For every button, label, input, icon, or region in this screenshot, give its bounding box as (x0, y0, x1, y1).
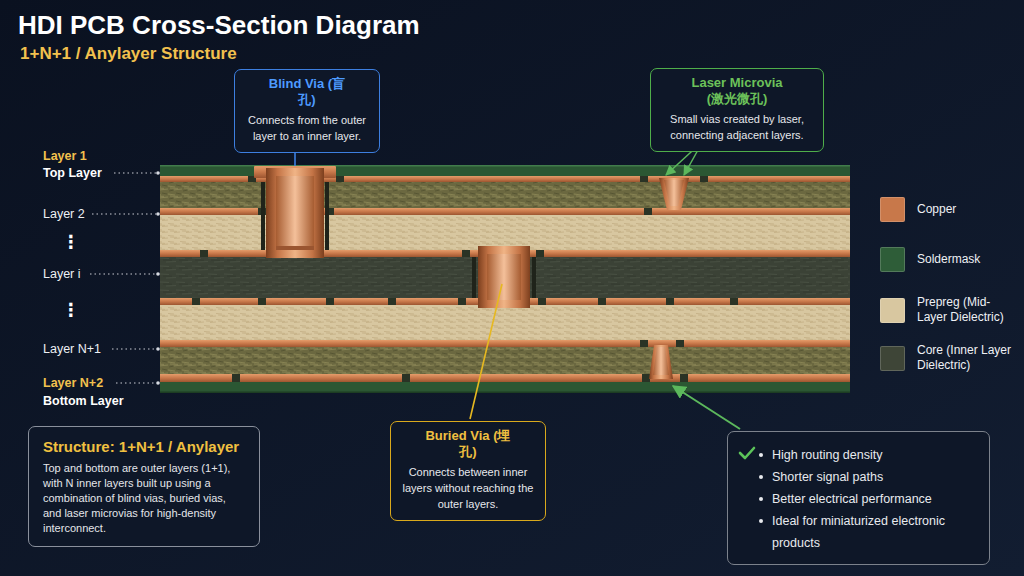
check-mark (740, 448, 754, 458)
text-row: Laser Microvia (激光微孔) (658, 75, 816, 107)
legend-label: Prepreg (Mid-Layer Dielectric) (917, 295, 1017, 325)
bullet-item: High routing density (772, 444, 977, 466)
layer-label: Layer i (43, 267, 81, 282)
text-row: Structure: 1+N+1 / Anylayer (43, 437, 245, 457)
legend-item: Prepreg (Mid-Layer Dielectric) (880, 295, 1017, 325)
ellipsis-mark: ⋮ (62, 232, 80, 252)
laser-microvia (649, 345, 673, 379)
box-heading: Buried Via (埋孔) (423, 428, 513, 460)
blind-via (254, 166, 336, 258)
callout-box: Laser Microvia (激光微孔) Small vias created … (650, 68, 824, 152)
benefit-text: Better electrical performance (772, 488, 977, 510)
subtitle: 1+N+1 / Anylayer Structure (20, 44, 237, 64)
copper-gap-rows (160, 176, 850, 382)
layer-name: Bottom Layer (43, 394, 124, 409)
callout-box: Blind Via (盲孔) Connects from the outer la… (234, 69, 380, 153)
layer-label: Layer 1 (43, 149, 87, 164)
legend-swatch (880, 346, 905, 371)
box-body: Connects from the outer layer to an inne… (242, 112, 372, 144)
bullet-item: Better electrical performance (772, 488, 977, 510)
benefit-text: High routing density (772, 444, 977, 466)
layer-name: Top Layer (43, 166, 102, 181)
info-panel: Structure: 1+N+1 / AnylayerTop and botto… (28, 426, 260, 547)
text-row: Small vias created by laser, connecting … (658, 111, 816, 143)
dielectric-layers (160, 165, 850, 393)
pointer-arrow (673, 386, 740, 429)
box-heading: Laser Microvia (激光微孔) (682, 75, 792, 107)
text-row: Blind Via (盲孔) (242, 76, 372, 108)
layer-label: Layer 2 (43, 207, 85, 222)
layer-label: Layer N+1 (43, 342, 101, 357)
bullet-dot (759, 453, 763, 457)
laser-microvia (659, 178, 689, 210)
legend-swatch (880, 298, 905, 323)
box-heading: Structure: 1+N+1 / Anylayer (43, 437, 245, 457)
legend-item: Core (Inner Layer Dielectric) (880, 343, 1017, 373)
box-body: Small vias created by laser, connecting … (658, 111, 816, 143)
diagram-title: HDI PCB Cross-Section Diagram (18, 9, 420, 41)
benefits-panel: High routing densityShorter signal paths… (727, 431, 990, 565)
legend-swatch (880, 197, 905, 222)
text-row: Connects between inner layers without re… (398, 464, 538, 512)
text-row: Buried Via (埋孔) (398, 428, 538, 460)
legend-label: Soldermask (917, 252, 1017, 267)
bullet-item: Ideal for miniaturized electronic produc… (772, 510, 977, 554)
legend-item: Soldermask (880, 247, 1017, 272)
box-body: Top and bottom are outer layers (1+1), w… (43, 461, 245, 536)
box-body: Connects between inner layers without re… (398, 464, 538, 512)
legend-swatch (880, 247, 905, 272)
text-row: Top and bottom are outer layers (1+1), w… (43, 461, 245, 536)
box-heading: Blind Via (盲孔) (265, 76, 350, 108)
benefit-text: Ideal for miniaturized electronic produc… (772, 510, 977, 554)
benefit-text: Shorter signal paths (772, 466, 977, 488)
bullet-item: Shorter signal paths (772, 466, 977, 488)
bullet-dot (759, 475, 763, 479)
check-icon (738, 446, 756, 460)
layer-label: Layer N+2 (43, 376, 103, 391)
text-row: Connects from the outer layer to an inne… (242, 112, 372, 144)
legend-label: Core (Inner Layer Dielectric) (917, 343, 1017, 373)
legend-item: Copper (880, 197, 1017, 222)
copper-traces (160, 176, 850, 382)
layer-leader-dots (156, 171, 160, 385)
bullet-dot (759, 519, 763, 523)
callout-box: Buried Via (埋孔) Connects between inner la… (390, 421, 546, 521)
bullet-dot (759, 497, 763, 501)
leader-line (470, 284, 502, 419)
ellipsis-mark: ⋮ (62, 300, 80, 320)
buried-via (472, 246, 536, 308)
legend-label: Copper (917, 202, 1017, 217)
